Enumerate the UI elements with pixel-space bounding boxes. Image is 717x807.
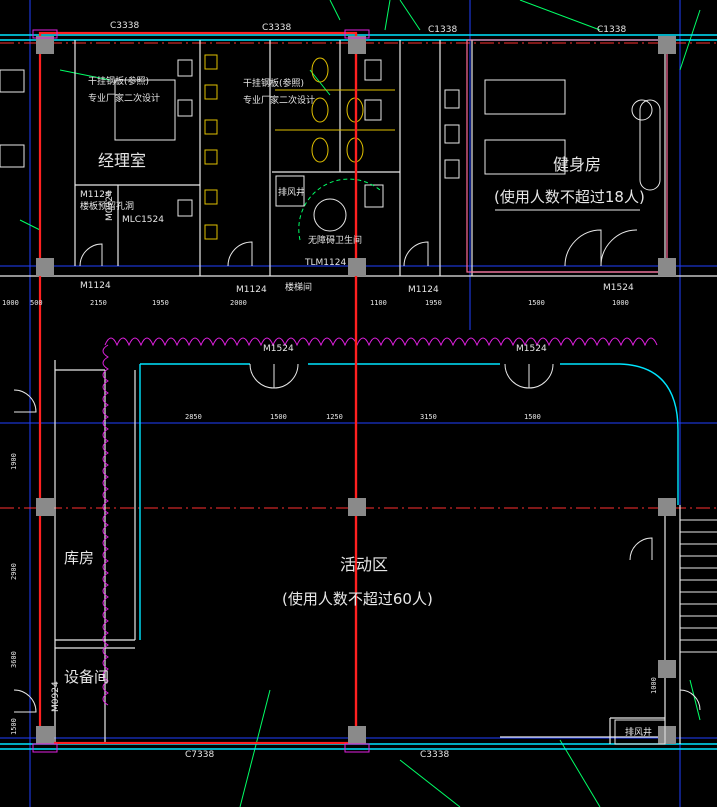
dimension-label: 1950 — [425, 299, 442, 307]
dimension-row-mid: 2850 1500 1250 3150 1500 — [185, 413, 541, 421]
door-label-1: M1124 — [80, 281, 111, 291]
door-label-9: M0924 — [105, 190, 115, 221]
room-label-activity-capacity: (使用人数不超过60人) — [282, 590, 433, 608]
dimension-label: 3150 — [420, 413, 437, 421]
dimension-label: 1900 — [10, 453, 18, 470]
window-label-5: C7338 — [185, 750, 214, 760]
gym-outline — [466, 39, 668, 273]
door-swings — [13, 229, 701, 713]
note-toilet-left-2: 专业厂家二次设计 — [88, 92, 160, 104]
dimension-label: 500 — [30, 299, 43, 307]
note-toilet-mid-2: 专业厂家二次设计 — [243, 94, 315, 106]
note-shaft: 楼板预留孔洞 — [80, 200, 134, 212]
room-label-gym-capacity: (使用人数不超过18人) — [494, 188, 645, 206]
room-label-accessible-toilet: 无障碍卫生间 — [308, 234, 362, 246]
dimension-label: 1100 — [370, 299, 387, 307]
exhaust-shaft-top — [275, 175, 305, 207]
door-label-10: M0924 — [51, 681, 61, 712]
window-label-6: C3338 — [420, 750, 449, 760]
room-label-gym: 健身房 — [553, 155, 601, 174]
door-label-3: M1124 — [408, 285, 439, 295]
dimension-label: 1250 — [326, 413, 343, 421]
door-label-7: MLC1524 — [122, 215, 164, 225]
column-caps — [32, 29, 370, 753]
note-small-door: 楼梯间 — [285, 281, 312, 293]
dimension-col-right: 1000 — [650, 677, 658, 694]
stair-treads — [680, 519, 717, 653]
zone-boundary-hatch — [102, 337, 658, 706]
dimension-label: 3600 — [10, 651, 18, 668]
room-label-exhaust-bottom: 排风井 — [625, 726, 652, 738]
window-label-4: C1338 — [597, 25, 626, 35]
dimension-label: 1500 — [524, 413, 541, 421]
door-label-8: TLM1124 — [304, 258, 346, 268]
red-boundary — [38, 31, 358, 745]
dimension-label: 2000 — [230, 299, 247, 307]
room-label-equipment: 设备间 — [64, 668, 109, 686]
dimension-label: 1950 — [152, 299, 169, 307]
door-label-6: M1524 — [516, 344, 547, 354]
door-label-2: M1124 — [236, 285, 267, 295]
dimension-label: 1000 — [2, 299, 19, 307]
window-label-2: C3338 — [262, 23, 291, 33]
note-toilet-left-1: 干挂钢板(参照) — [88, 75, 149, 87]
room-label-manager: 经理室 — [98, 151, 146, 170]
dimension-label: 1000 — [612, 299, 629, 307]
dashed-outlines — [298, 178, 381, 241]
room-label-exhaust-top: 排风井 — [278, 186, 305, 198]
dimension-label: 2150 — [90, 299, 107, 307]
window-label-1: C3338 — [110, 21, 139, 31]
fixture-outlines — [0, 59, 661, 232]
note-toilet-mid-1: 干挂钢板(参照) — [243, 77, 304, 89]
window-label-3: C1338 — [428, 25, 457, 35]
dimension-label: 1000 — [650, 677, 658, 694]
dimension-label: 2850 — [185, 413, 202, 421]
dimension-label: 1500 — [528, 299, 545, 307]
dimension-label: 1500 — [270, 413, 287, 421]
dimension-label: 2900 — [10, 563, 18, 580]
dimension-col-left: 1900 2900 3600 1500 — [10, 453, 18, 735]
door-label-5: M1524 — [263, 344, 294, 354]
dimension-row-top: 1000 500 2150 1950 2000 1100 1950 1500 1000 — [2, 299, 629, 307]
door-label-11: M1124 — [80, 190, 111, 200]
door-label-4: M1524 — [603, 283, 634, 293]
room-label-activity: 活动区 — [340, 555, 388, 574]
columns — [36, 36, 676, 744]
dimension-label: 1500 — [10, 718, 18, 735]
exhaust-shaft-bottom — [614, 719, 666, 745]
room-label-storage: 库房 — [64, 549, 94, 567]
